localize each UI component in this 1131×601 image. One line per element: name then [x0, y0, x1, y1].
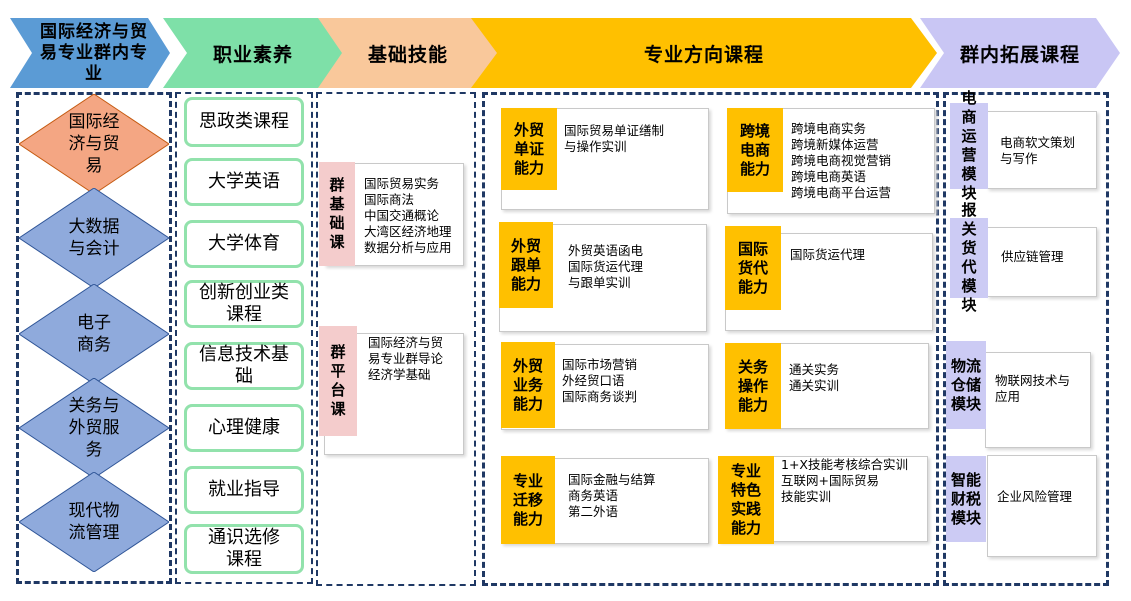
- header-chevron-majors: 国际经济与贸易专业群内专业: [10, 18, 170, 88]
- extension-card: [985, 352, 1091, 448]
- major-diamond: 现代物流管理: [19, 472, 169, 572]
- literacy-course: 通识选修课程: [184, 524, 304, 574]
- direction-tag: 外贸跟单能力: [499, 222, 553, 308]
- major-diamond: 大数据与会计: [19, 188, 169, 288]
- extension-tag: 智能财税模块: [946, 456, 986, 542]
- literacy-course: 就业指导: [184, 466, 304, 514]
- header-label-literacy: 职业素养: [212, 43, 293, 66]
- direction-tag: 国际货代能力: [725, 226, 781, 310]
- major-label: 现代物流管理: [68, 501, 120, 543]
- basic-group-courses: 国际经济与贸 易专业群导论 经济学基础: [368, 335, 444, 382]
- header-label-majors: 国际经济与贸易专业群内专业: [40, 21, 148, 84]
- extension-courses: 企业风险管理: [997, 489, 1073, 504]
- major-diamond: 国际经济与贸易: [19, 94, 169, 194]
- major-label: 国际经济与贸易: [68, 112, 120, 176]
- chevron-shape: [471, 18, 937, 88]
- diamond-shape: [19, 378, 169, 478]
- diamond-shape: [19, 472, 169, 572]
- chevron-shape: [163, 18, 343, 88]
- direction-courses: 外贸英语函电 国际货运代理 与跟单实训: [568, 243, 644, 290]
- basic-column: [316, 92, 476, 586]
- direction-courses: 国际市场营销 外经贸口语 国际商务谈判: [562, 357, 638, 404]
- chevron-shape: [318, 18, 498, 88]
- basic-group-tag: 群基础课: [319, 162, 355, 266]
- chevron-shape: [920, 18, 1120, 88]
- header-label-direction: 专业方向课程: [643, 43, 764, 66]
- literacy-course: 信息技术基础: [184, 342, 304, 390]
- diamond-shape: [19, 284, 169, 384]
- direction-tag: 专业特色实践能力: [718, 456, 774, 544]
- direction-courses: 跨境电商实务 跨境新媒体运营 跨境电商视觉营销 跨境电商英语 跨境电商平台运营: [791, 121, 892, 200]
- header-chevron-basic: 基础技能: [318, 18, 498, 88]
- literacy-course: 思政类课程: [184, 97, 304, 147]
- direction-tag: 外贸业务能力: [501, 342, 555, 428]
- major-label: 电子商务: [77, 313, 111, 355]
- header-chevron-literacy: 职业素养: [163, 18, 343, 88]
- extension-tag: 物流仓储模块: [946, 341, 986, 429]
- header-label-basic: 基础技能: [367, 43, 448, 66]
- extension-card: [987, 227, 1097, 297]
- direction-tag: 专业迁移能力: [501, 456, 555, 544]
- literacy-course: 大学英语: [184, 158, 304, 206]
- extension-card: [987, 455, 1097, 557]
- direction-tag: 跨境电商能力: [727, 108, 783, 192]
- direction-column: [482, 92, 939, 586]
- diamond-shape: [19, 94, 169, 194]
- header-label-extension: 群内拓展课程: [959, 43, 1080, 66]
- direction-courses: 国际金融与结算 商务英语 第二外语: [568, 472, 656, 519]
- literacy-course: 创新创业类课程: [184, 280, 304, 328]
- basic-group-tag: 群平台课: [319, 326, 357, 436]
- major-label: 关务与外贸服务: [68, 396, 120, 460]
- header-chevron-extension: 群内拓展课程: [920, 18, 1120, 88]
- literacy-course: 大学体育: [184, 220, 304, 268]
- basic-group-courses: 国际贸易实务 国际商法 中国交通概论 大湾区经济地理 数据分析与应用: [364, 176, 452, 255]
- chevron-shape: [10, 18, 170, 88]
- extension-tag: 报关货代模块: [950, 201, 988, 314]
- direction-courses: 通关实务 通关实训: [789, 362, 840, 393]
- diamond-shape: [19, 188, 169, 288]
- extension-tag: 电商运营模块: [950, 89, 988, 202]
- extension-courses: 电商软文策划 与写作: [1000, 135, 1076, 166]
- extension-courses: 供应链管理: [1001, 249, 1064, 264]
- major-diamond: 电子商务: [19, 284, 169, 384]
- extension-card: [987, 111, 1097, 189]
- extension-column: [943, 92, 1109, 586]
- direction-courses: 国际货运代理: [790, 247, 866, 262]
- literacy-column: [175, 92, 313, 584]
- literacy-course: 心理健康: [184, 404, 304, 452]
- direction-tag: 关务操作能力: [725, 343, 781, 429]
- direction-courses: 国际贸易单证缮制 与操作实训: [564, 123, 665, 154]
- direction-tag: 外贸单证能力: [501, 108, 557, 190]
- extension-courses: 物联网技术与 应用: [995, 373, 1071, 404]
- header-chevron-direction: 专业方向课程: [471, 18, 937, 88]
- major-label: 大数据与会计: [68, 217, 120, 259]
- direction-courses: 1+X技能考核综合实训 互联网+国际贸易 技能实训: [781, 457, 908, 504]
- major-diamond: 关务与外贸服务: [19, 378, 169, 478]
